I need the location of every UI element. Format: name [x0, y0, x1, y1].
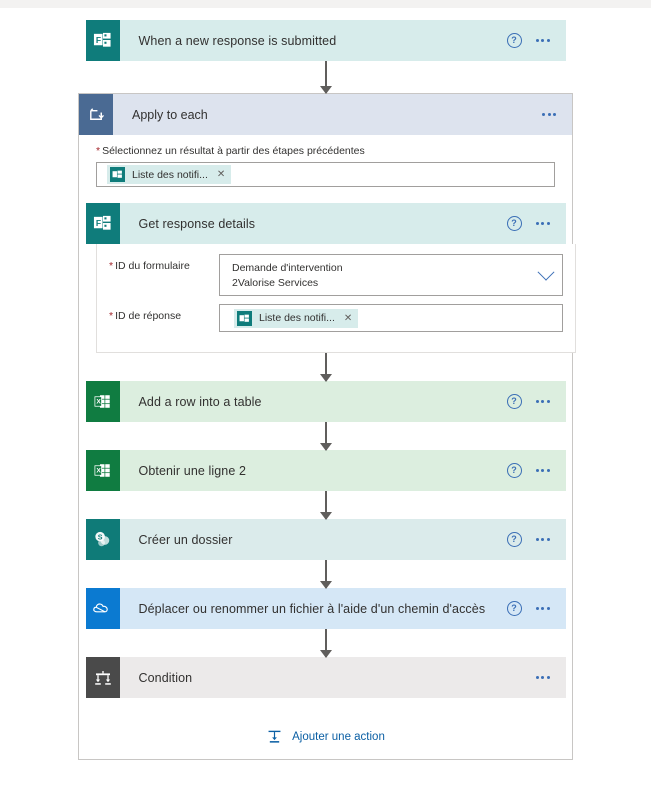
apply-to-each-header[interactable]: Apply to each	[79, 94, 572, 135]
param-label-response-id: *ID de réponse	[109, 304, 219, 322]
top-strip	[0, 0, 651, 8]
required-marker: *	[96, 145, 101, 157]
dynamic-content-token[interactable]: Liste des notifi... ✕	[107, 165, 232, 184]
token-label: Liste des notifi...	[259, 312, 335, 324]
required-marker: *	[109, 260, 114, 272]
action-card-condition[interactable]: Condition	[85, 657, 566, 698]
svg-text:S: S	[98, 534, 103, 542]
action-title: Créer un dossier	[138, 532, 233, 547]
connector-arrow	[324, 61, 327, 93]
action-card-actions: ?	[506, 463, 566, 478]
apply-to-each-body: *Sélectionnez un résultat à partir des é…	[79, 135, 576, 745]
action-card-get-response-details[interactable]: F Get response details ?	[85, 203, 566, 244]
action-card-actions: ?	[506, 394, 566, 409]
add-action-icon	[266, 728, 283, 745]
token-remove-icon[interactable]: ✕	[216, 169, 226, 180]
microsoft-forms-token-icon	[237, 310, 252, 326]
apply-to-each-actions	[542, 113, 572, 116]
trigger-title: When a new response is submitted	[138, 33, 337, 48]
help-icon[interactable]: ?	[506, 463, 522, 478]
connector-arrow	[324, 560, 327, 588]
help-icon[interactable]: ?	[506, 394, 522, 409]
form-id-value-line1: Demande d'intervention	[232, 261, 343, 274]
excel-icon: X	[85, 381, 120, 422]
required-marker: *	[109, 310, 114, 322]
microsoft-forms-icon: F	[85, 20, 120, 61]
flow-surface: F When a new response is submitted ?	[0, 8, 651, 797]
add-action-label: Ajouter une action	[292, 730, 385, 743]
sharepoint-icon: S	[85, 519, 120, 560]
more-options-icon[interactable]	[535, 400, 550, 403]
form-id-value-line2: 2Valorise Services	[232, 276, 319, 289]
help-icon[interactable]: ?	[506, 216, 522, 231]
param-label-text: ID du formulaire	[115, 260, 190, 272]
action-card-add-a-row-into-a-table[interactable]: X Add a row into a table ?	[85, 381, 566, 422]
flow-column: F When a new response is submitted ?	[0, 8, 651, 760]
more-options-icon[interactable]	[535, 469, 550, 472]
help-icon[interactable]: ?	[506, 33, 522, 48]
apply-to-each-scope: Apply to each *Sélectionnez un résultat …	[78, 93, 576, 760]
chevron-down-icon[interactable]	[537, 263, 555, 281]
connector-arrow	[324, 422, 327, 450]
svg-text:X: X	[96, 399, 101, 406]
dynamic-content-token[interactable]: Liste des notifi... ✕	[234, 308, 359, 328]
svg-text:F: F	[96, 35, 101, 45]
action-title: Get response details	[138, 216, 256, 231]
more-options-icon[interactable]	[535, 222, 550, 225]
action-card-actions	[535, 676, 566, 679]
response-id-field[interactable]: Liste des notifi... ✕	[219, 304, 563, 332]
more-options-icon[interactable]	[535, 676, 550, 679]
token-label: Liste des notifi...	[132, 168, 208, 181]
more-options-icon[interactable]	[535, 39, 550, 42]
apply-to-each-title: Apply to each	[132, 107, 208, 122]
action-title: Condition	[138, 670, 193, 685]
more-options-icon[interactable]	[535, 538, 550, 541]
help-icon[interactable]: ?	[506, 601, 522, 616]
action-title: Obtenir une ligne 2	[138, 463, 247, 478]
connector-arrow	[324, 629, 327, 657]
svg-text:X: X	[96, 468, 101, 475]
action-title: Add a row into a table	[138, 394, 262, 409]
connector-arrow	[324, 491, 327, 519]
action-card-creer-un-dossier[interactable]: S Créer un dossier ?	[85, 519, 566, 560]
action-card-obtenir-une-ligne-2[interactable]: X Obtenir une ligne 2 ?	[85, 450, 566, 491]
token-remove-icon[interactable]: ✕	[343, 312, 353, 324]
param-label-form-id: *ID du formulaire	[109, 254, 219, 272]
svg-text:F: F	[96, 218, 101, 228]
onedrive-icon	[85, 588, 120, 629]
param-row-form-id: *ID du formulaire Demande d'intervention…	[109, 254, 563, 296]
action-title: Déplacer ou renommer un fichier à l'aide…	[138, 601, 486, 616]
action-card-actions: ?	[506, 601, 566, 616]
apply-to-each-loop-icon	[79, 94, 113, 135]
microsoft-forms-icon: F	[85, 203, 120, 244]
action-card-actions: ?	[506, 532, 566, 547]
form-id-dropdown[interactable]: Demande d'intervention 2Valorise Service…	[219, 254, 563, 296]
param-label-text: ID de réponse	[115, 310, 182, 322]
more-options-icon[interactable]	[542, 113, 556, 116]
param-row-response-id: *ID de réponse	[109, 304, 563, 332]
action-card-deplacer-ou-renommer-un-fichier[interactable]: Déplacer ou renommer un fichier à l'aide…	[85, 588, 566, 629]
help-icon[interactable]: ?	[506, 532, 522, 547]
loop-input-label: *Sélectionnez un résultat à partir des é…	[96, 145, 555, 157]
condition-branch-icon	[85, 657, 120, 698]
action-card-actions: ?	[506, 216, 566, 231]
add-action-button[interactable]: Ajouter une action	[266, 728, 385, 745]
connector-arrow	[324, 353, 327, 381]
excel-icon: X	[85, 450, 120, 491]
microsoft-forms-token-icon	[110, 167, 125, 182]
more-options-icon[interactable]	[535, 607, 550, 610]
loop-input-label-text: Sélectionnez un résultat à partir des ét…	[102, 145, 365, 157]
trigger-actions: ?	[506, 33, 566, 48]
trigger-card-when-a-new-response-is-submitted[interactable]: F When a new response is submitted ?	[85, 20, 566, 61]
loop-input-field[interactable]: Liste des notifi... ✕	[96, 162, 555, 187]
get-response-details-parameters: *ID du formulaire Demande d'intervention…	[96, 244, 576, 353]
